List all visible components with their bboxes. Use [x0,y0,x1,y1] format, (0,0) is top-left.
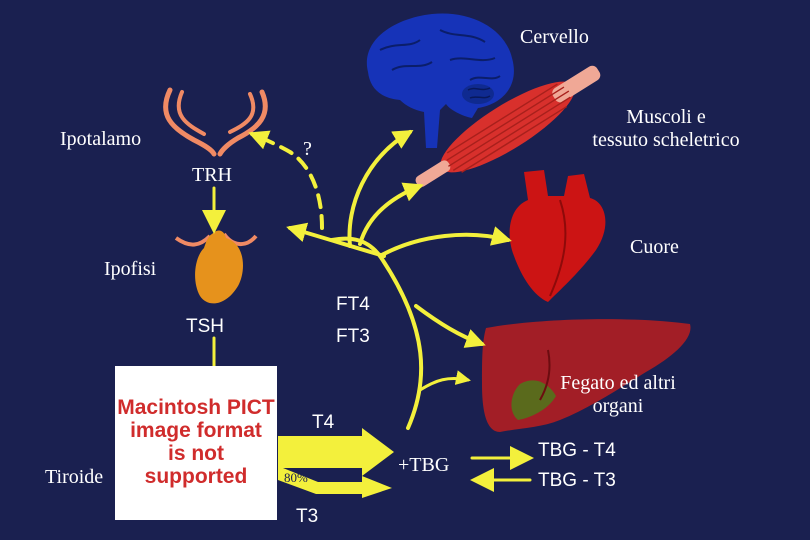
label-cervello: Cervello [520,26,589,48]
label-muscoli-line1: Muscoli e [626,106,706,128]
label-t4: T4 [312,412,335,433]
label-tbg-t4: TBG - T4 [538,440,616,461]
feedback-dashed-arrow [248,130,324,230]
pict-placeholder-image: Macintosh PICT image format is not suppo… [115,366,277,520]
label-tiroide: Tiroide [45,466,104,488]
label-fegato: Fegato ed altri organi [528,372,708,418]
heart-illustration [509,170,606,302]
label-ipofisi: Ipofisi [104,258,157,280]
label-ipotalamo: Ipotalamo [60,128,142,150]
label-ft4: FT4 [336,294,370,315]
pict-text-line: is not supported [144,442,248,489]
label-muscoli-line2: tessuto scheletrico [592,129,740,151]
label-question: ? [303,138,312,160]
arrows [202,129,534,492]
liver-illustration [482,319,691,432]
brain-illustration [366,13,514,148]
label-ft3: FT3 [336,326,370,347]
ft-to-liver-arrow [414,304,486,348]
label-trh: TRH [192,164,232,186]
label-t3: T3 [296,506,319,527]
pict-text-line: image format [130,419,262,443]
label-fegato-line2: organi [592,395,644,417]
thyroid-up-arrow [330,236,424,430]
t3-block-arrow [278,466,392,498]
tbg-loop-arrow [418,370,471,392]
muscle-illustration [415,65,601,187]
ft-to-brain-arrow [347,129,414,248]
ft-to-pituitary-arrow [286,222,386,258]
label-tbg: +TBG [398,454,450,476]
label-percent: 80% [284,470,308,485]
ft-to-muscle-arrow [358,182,424,246]
label-fegato-line1: Fegato ed altri [560,372,676,394]
label-tsh: TSH [186,316,224,337]
pict-text-line: Macintosh PICT [117,396,275,419]
label-cuore: Cuore [630,236,679,258]
ft-to-heart-arrow [378,226,512,258]
t4-block-arrow [278,428,394,476]
secretion-arrows [278,428,394,498]
label-tbg-t3: TBG - T3 [538,470,616,491]
hypothalamus-illustration [163,87,268,157]
label-muscoli: Muscoli e tessuto scheletrico [566,106,766,152]
pituitary-illustration [174,230,258,304]
